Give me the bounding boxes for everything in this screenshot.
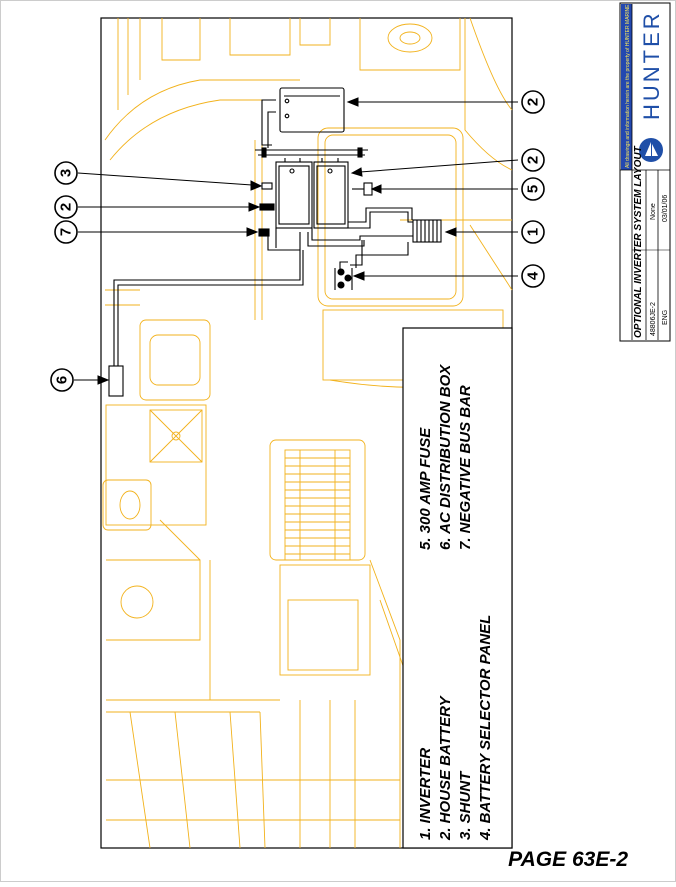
- callout-4: [521, 264, 545, 288]
- disclaimer-strip: [621, 4, 632, 170]
- callout-number: 2: [525, 98, 542, 106]
- battery-selector-panel: [334, 268, 353, 290]
- callout-number: 1: [525, 228, 542, 236]
- callout-number: 2: [58, 203, 75, 211]
- brand-name: HUNTER: [639, 10, 664, 120]
- callout-number: 2: [525, 156, 542, 164]
- callout-2-left: [54, 195, 78, 219]
- negative-bus-bar: [258, 228, 270, 237]
- drawing-dept: ENG: [662, 310, 669, 325]
- drawing-scale: None: [650, 203, 657, 220]
- drawing-title: OPTIONAL INVERTER SYSTEM LAYOUT: [633, 145, 644, 338]
- callout-2-mid: [521, 148, 545, 172]
- legend-item: 4. BATTERY SELECTOR PANEL: [477, 615, 494, 841]
- ladder-steps: [285, 457, 350, 555]
- legend-item: 5. 300 AMP FUSE: [417, 427, 434, 550]
- callout-number: 6: [54, 376, 71, 384]
- callout-1: [521, 220, 545, 244]
- callout-number: 7: [58, 228, 75, 236]
- legend-box: [402, 327, 513, 849]
- inverter: [412, 219, 442, 243]
- callout-numbers: 2 2 5 1 4 3 2 7 6: [54, 98, 542, 384]
- callout-6: [50, 368, 74, 392]
- disclaimer-text: All drawings and information herein are …: [625, 4, 631, 168]
- legend-item: 1. INVERTER: [417, 748, 434, 840]
- title-block: All drawings and information herein are …: [619, 2, 671, 342]
- house-battery-right: [313, 161, 349, 229]
- callout-7: [54, 220, 78, 244]
- legend-item: 6. AC DISTRIBUTION BOX: [437, 364, 454, 550]
- callout-number: 4: [525, 271, 542, 280]
- boat-outline: [102, 17, 513, 849]
- legend-item: 2. HOUSE BATTERY: [437, 694, 454, 841]
- legend: 1. INVERTER 2. HOUSE BATTERY 3. SHUNT 4.…: [417, 364, 494, 841]
- hunter-logo-icon: [639, 138, 663, 162]
- drawing-number: 48806JE-2: [650, 302, 657, 336]
- house-battery-left: [275, 161, 313, 229]
- legend-item: 3. SHUNT: [457, 770, 474, 840]
- callout-3: [54, 161, 78, 185]
- callout-circles: [50, 90, 545, 392]
- callout-2-upper: [521, 90, 545, 114]
- drawing-date: 03/01/06: [662, 195, 669, 222]
- callout-number: 3: [58, 169, 75, 177]
- electrical-components: [108, 87, 442, 397]
- callout-5: [521, 177, 545, 201]
- ac-distribution-box: [108, 365, 124, 397]
- page-label: PAGE 63E-2: [508, 848, 628, 871]
- leader-lines: [74, 97, 519, 385]
- callout-number: 5: [525, 185, 542, 193]
- legend-item: 7. NEGATIVE BUS BAR: [457, 385, 474, 550]
- bus-bar-marker: [259, 203, 275, 211]
- house-battery-upper: [279, 87, 345, 133]
